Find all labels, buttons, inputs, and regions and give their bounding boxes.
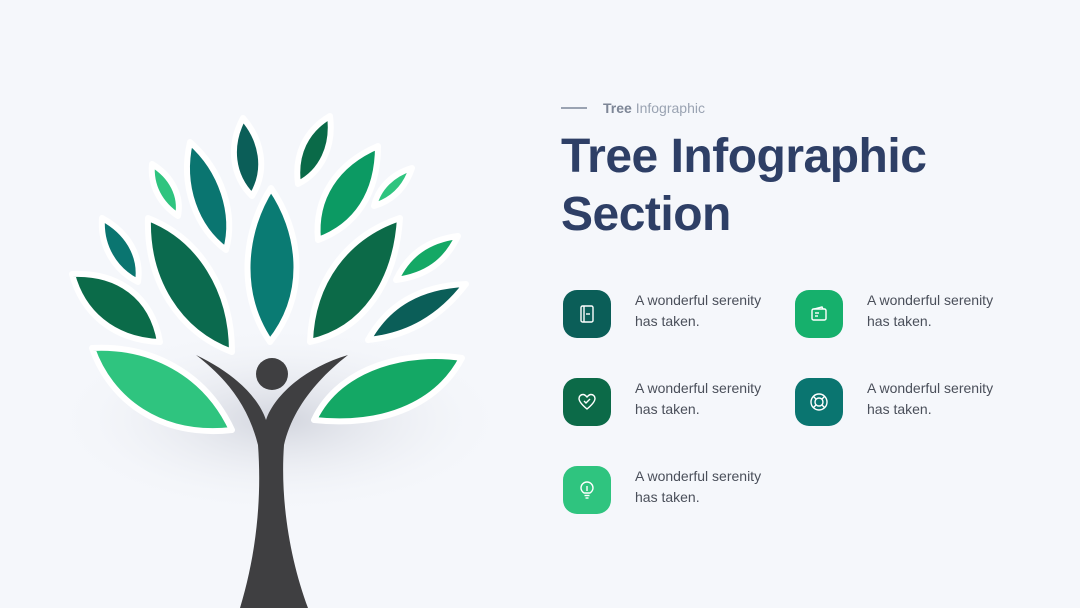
feature-text: A wonderful serenity has taken. xyxy=(635,290,795,332)
title-line-1: Tree Infographic xyxy=(561,130,927,183)
leaf xyxy=(244,185,300,345)
feature-text-line1: A wonderful serenity xyxy=(867,292,994,308)
feature-item: A wonderful serenity has taken. xyxy=(795,378,1015,438)
eyebrow-text: Tree Infographic xyxy=(603,100,705,116)
leaf xyxy=(89,344,235,435)
leaf xyxy=(144,215,235,355)
leaf xyxy=(314,143,381,243)
feature-item: A wonderful serenity has taken. xyxy=(563,290,783,350)
lightbulb-icon xyxy=(563,466,611,514)
section-eyebrow: Tree Infographic xyxy=(561,99,705,117)
leaf xyxy=(230,115,265,199)
leaf xyxy=(393,233,461,283)
feature-text: A wonderful serenity has taken. xyxy=(867,378,1027,420)
eyebrow-bold: Tree xyxy=(603,100,632,116)
leaf xyxy=(311,353,465,425)
feature-text-line1: A wonderful serenity xyxy=(635,468,762,484)
feature-item: A wonderful serenity has taken. xyxy=(795,290,1015,350)
leaf xyxy=(148,161,182,219)
feature-text-line1: A wonderful serenity xyxy=(635,292,762,308)
tree-graphic xyxy=(50,113,510,608)
leaf xyxy=(69,270,163,345)
lifebuoy-icon xyxy=(795,378,843,426)
feature-text-line2: has taken. xyxy=(635,401,700,417)
feature-text: A wonderful serenity has taken. xyxy=(635,378,795,420)
feature-item: A wonderful serenity has taken. xyxy=(563,466,783,526)
eyebrow-rest: Infographic xyxy=(635,100,705,116)
tree-figure-head xyxy=(256,358,288,390)
leaf xyxy=(294,113,334,187)
wallet-icon xyxy=(795,290,843,338)
feature-text: A wonderful serenity has taken. xyxy=(867,290,1027,332)
leaf xyxy=(98,215,142,285)
title-line-2: Section xyxy=(561,188,731,241)
page-title: Tree Infographic Section xyxy=(561,128,1041,244)
tree-trunk xyxy=(196,355,348,608)
leaf xyxy=(371,165,415,209)
feature-text-line2: has taken. xyxy=(867,313,932,329)
feature-text-line2: has taken. xyxy=(635,489,700,505)
feature-item: A wonderful serenity has taken. xyxy=(563,378,783,438)
feature-text-line1: A wonderful serenity xyxy=(867,380,994,396)
eyebrow-line xyxy=(561,107,587,109)
leaf xyxy=(184,139,233,253)
feature-text-line2: has taken. xyxy=(635,313,700,329)
feature-text-line1: A wonderful serenity xyxy=(635,380,762,396)
book-icon xyxy=(563,290,611,338)
feature-text-line2: has taken. xyxy=(867,401,932,417)
leaf xyxy=(307,215,403,345)
heart-icon xyxy=(563,378,611,426)
feature-text: A wonderful serenity has taken. xyxy=(635,466,795,508)
leaf xyxy=(365,281,469,343)
tree-illustration xyxy=(50,113,510,608)
